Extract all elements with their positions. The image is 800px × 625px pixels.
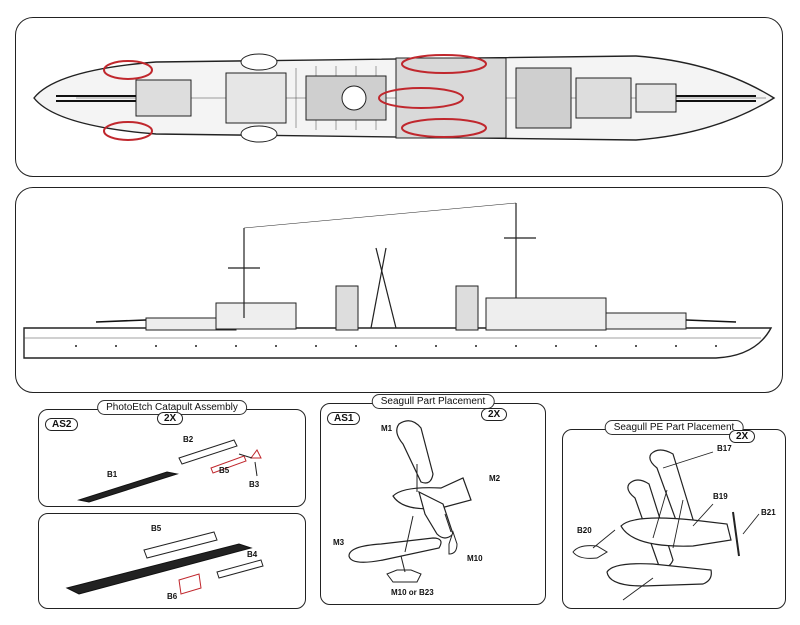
as2-badge: AS2 <box>45 418 79 431</box>
label-b1: B1 <box>107 470 118 479</box>
catapult-assembly-panel: PhotoEtch Catapult Assembly AS2 2X B1 B2… <box>38 400 306 507</box>
catapult-qty-badge: 2X <box>157 412 184 425</box>
side-view-ship-drawing <box>23 202 773 359</box>
catapult-drawing <box>77 439 262 503</box>
label-b5-lower: B5 <box>151 524 162 533</box>
seagull-panel-title: Seagull Part Placement <box>371 394 495 409</box>
as1-badge: AS1 <box>327 412 361 425</box>
label-b3: B3 <box>249 480 260 489</box>
side-view-panel <box>15 187 783 393</box>
seagull-exploded-drawing <box>348 420 472 583</box>
seagull-biplane-drawing <box>572 449 760 601</box>
label-m2: M2 <box>489 474 501 483</box>
catapult-assembled-drawing <box>65 531 264 595</box>
label-m3: M3 <box>333 538 345 547</box>
seagull-pe-panel-title: Seagull PE Part Placement <box>604 420 744 435</box>
label-b6: B6 <box>167 592 178 601</box>
seagull-pe-qty-badge: 2X <box>729 430 756 443</box>
label-b20: B20 <box>577 526 592 535</box>
label-m10: M10 <box>467 554 483 563</box>
label-b5: B5 <box>219 466 230 475</box>
seagull-placement-panel: Seagull Part Placement AS1 2X M1 M2 M3 M… <box>320 394 546 605</box>
label-m1: M1 <box>381 424 393 433</box>
label-b19: B19 <box>713 492 728 501</box>
catapult-lower-panel: B5 B4 B6 <box>38 513 306 609</box>
label-b21: B21 <box>761 508 776 517</box>
label-b2: B2 <box>183 435 194 444</box>
top-view-ship-drawing <box>33 53 776 143</box>
label-m10-or-b23: M10 or B23 <box>391 588 434 597</box>
label-b4: B4 <box>247 550 258 559</box>
label-b17: B17 <box>717 444 732 453</box>
top-view-panel <box>15 17 783 177</box>
seagull-pe-placement-panel: Seagull PE Part Placement 2X B17 B19 B20… <box>562 420 786 609</box>
seagull-qty-badge: 2X <box>481 408 508 421</box>
